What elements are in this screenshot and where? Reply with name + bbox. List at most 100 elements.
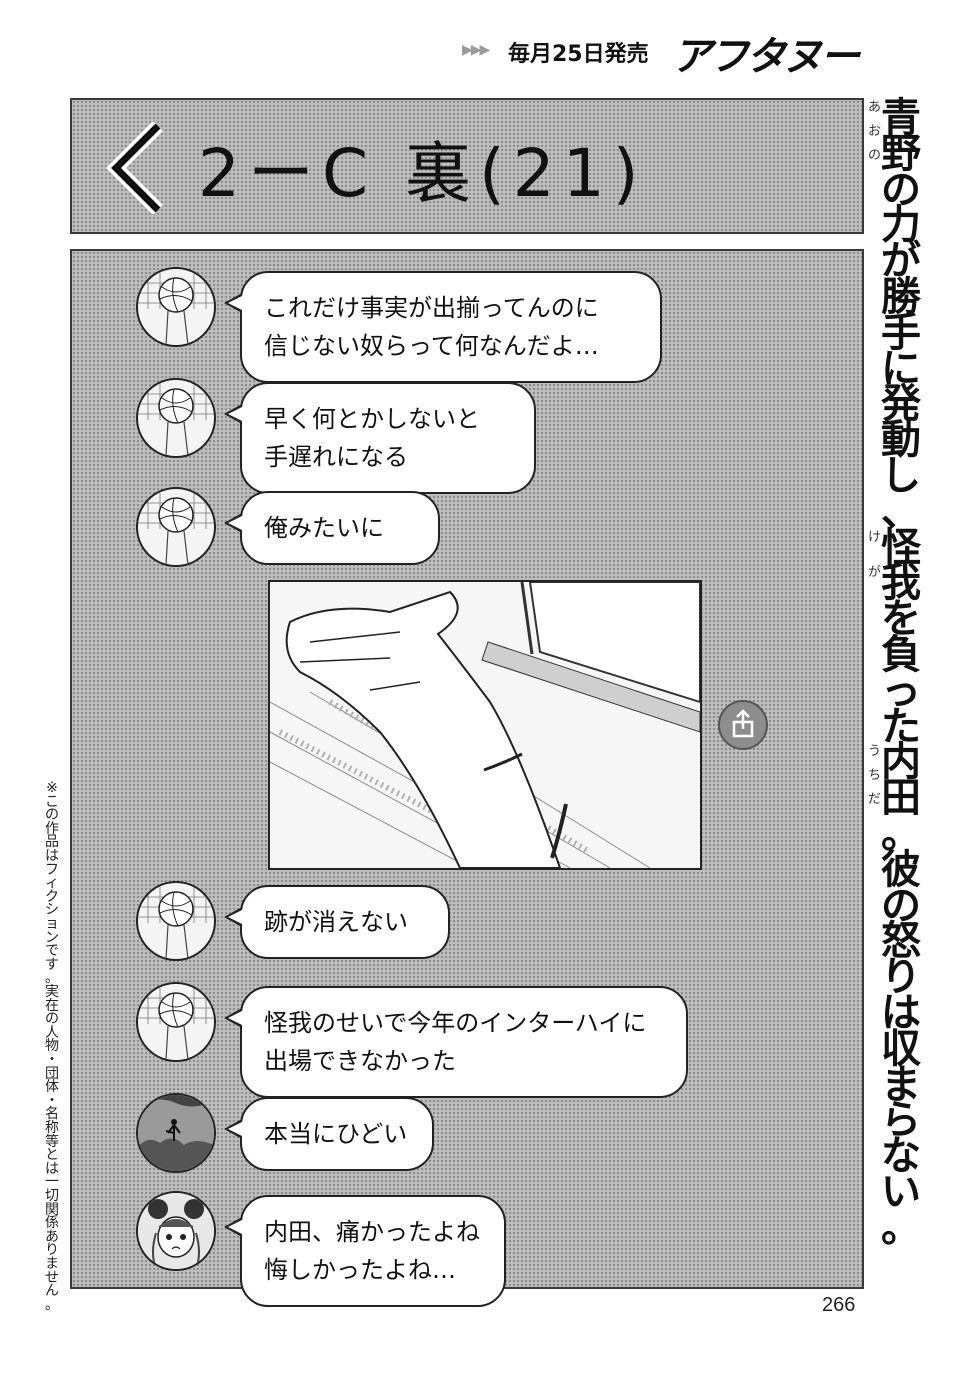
disclaimer-char: 関	[45, 1201, 59, 1218]
disclaimer-char: フ	[45, 861, 59, 878]
ruby-char: け	[868, 529, 882, 545]
girl-avatar[interactable]	[136, 1191, 216, 1271]
disclaimer-char: ・	[45, 1052, 59, 1068]
message-bubble[interactable]: 早く何とかしないと 手遅れになる	[224, 382, 536, 494]
disclaimer-char: 団	[45, 1065, 59, 1082]
narration-char: 動	[881, 416, 921, 464]
disclaimer-char: 品	[45, 834, 59, 851]
disclaimer-char: と	[45, 1147, 59, 1164]
message-bubble[interactable]: 俺みたいに	[224, 491, 440, 565]
narration-char: い	[881, 1168, 921, 1215]
disclaimer-char: ン	[45, 929, 59, 946]
disclaimer-char: 名	[45, 1106, 59, 1123]
narration-char: は	[881, 989, 921, 1036]
message-bubble[interactable]: 内田、痛かったよね 悔しかったよね…	[224, 1195, 506, 1307]
volleyball-avatar[interactable]	[136, 378, 216, 458]
narration-char: に	[881, 344, 921, 392]
chat-room-title: 2ーC 裏(21)	[198, 135, 647, 212]
disclaimer-char: 体	[45, 1079, 59, 1096]
disclaimer-char: ん	[45, 1283, 59, 1300]
narration-char: の	[881, 881, 921, 929]
narration-char: し	[881, 452, 921, 499]
disclaimer-char: の	[45, 1011, 59, 1028]
disclaimer-char: 実	[45, 984, 59, 1000]
disclaimer-char: 等	[45, 1133, 59, 1150]
disclaimer-char: 在	[45, 997, 59, 1014]
landscape-avatar[interactable]	[136, 1093, 216, 1173]
disclaimer-char: は	[45, 848, 59, 864]
narration-char: ら	[881, 1096, 921, 1144]
chat-area[interactable]: これだけ事実が出揃ってんのに 信じない奴らって何なんだよ… 早く何とかしないと …	[70, 249, 864, 1307]
share-icon[interactable]	[718, 700, 768, 750]
narration-char: 我	[881, 559, 921, 607]
ruby-char: う	[868, 744, 882, 760]
disclaimer-char: ま	[45, 1256, 59, 1272]
disclaimer-char: す	[45, 956, 59, 973]
disclaimer-char: 係	[45, 1215, 59, 1232]
narration-char: り	[881, 953, 921, 1001]
message-bubble[interactable]: 跡が消えない	[224, 885, 450, 959]
disclaimer-char: 称	[45, 1120, 59, 1136]
ruby-char: ち	[868, 768, 882, 784]
narration-char: 野	[881, 129, 921, 177]
volleyball-avatar[interactable]	[136, 487, 216, 567]
volleyball-avatar[interactable]	[136, 267, 216, 347]
disclaimer-char: あ	[45, 1228, 59, 1245]
disclaimer-char: 。	[45, 970, 59, 987]
narration-char: 田	[881, 774, 921, 822]
top-banner: ▶▶▶ 毎月25日発売 アフタヌーン	[462, 28, 882, 138]
disclaimer-char: 。	[45, 1296, 59, 1313]
disclaimer-char: ※	[46, 780, 58, 796]
disclaimer-char: は	[45, 1160, 59, 1177]
ruby-char: あ	[868, 100, 882, 115]
narration-char: 力	[881, 201, 921, 249]
narration-char: を	[881, 595, 921, 643]
disclaimer-char: 作	[45, 820, 59, 837]
disclaimer-char: ク	[45, 888, 59, 905]
narration-char: 。	[881, 810, 921, 857]
narration-char: 、	[881, 487, 921, 535]
disclaimer-char: 人	[45, 1024, 59, 1041]
narration-char: 収	[881, 1024, 921, 1072]
chevron-left-icon[interactable]	[106, 121, 166, 218]
disclaimer-char: こ	[45, 793, 59, 810]
photo-attachment[interactable]	[268, 580, 702, 870]
narration-text: 青野の力が勝手に発動し、怪我を負った内田。彼の怒りは収まらない。あおのけがうちだ	[868, 96, 932, 1256]
narration-char: っ	[881, 666, 921, 714]
narration-char: た	[881, 702, 921, 750]
disclaimer-char: シ	[45, 902, 59, 919]
narration-char: 怒	[881, 917, 921, 965]
disclaimer-char: 一	[45, 1174, 59, 1191]
disclaimer-text: ※この作品はフィクションです。実在の人物・団体・名称等とは一切関係ありません。	[40, 780, 64, 1313]
narration-char: 彼	[881, 845, 921, 893]
disclaimer-char: 切	[45, 1188, 59, 1204]
disclaimer-char: ョ	[45, 916, 59, 932]
narration-char: 手	[881, 308, 921, 356]
narration-char: ま	[881, 1060, 921, 1108]
release-text: 毎月25日発売	[508, 42, 649, 67]
disclaimer-char: の	[45, 807, 59, 824]
narration-char: な	[881, 1132, 921, 1180]
ruby-char: が	[868, 565, 882, 581]
narration-char: 負	[881, 631, 921, 678]
message-bubble[interactable]: これだけ事実が出揃ってんのに 信じない奴らって何なんだよ…	[224, 271, 662, 383]
disclaimer-char: ィ	[45, 875, 59, 892]
narration-char: 発	[881, 380, 921, 428]
narration-char: の	[881, 165, 921, 213]
disclaimer-char: せ	[45, 1269, 59, 1286]
narration-char: 怪	[881, 523, 921, 571]
volleyball-avatar[interactable]	[136, 881, 216, 961]
message-bubble[interactable]: 怪我のせいで今年のインターハイに 出場できなかった	[224, 986, 688, 1098]
narration-char: 。	[881, 1203, 921, 1251]
ruby-char: お	[868, 123, 882, 139]
disclaimer-char: ・	[45, 1092, 59, 1109]
chat-header: 2ーC 裏(21)	[70, 98, 864, 234]
message-bubble[interactable]: 本当にひどい	[224, 1097, 434, 1171]
narration-char: 勝	[881, 273, 921, 320]
triple-arrow-icon: ▶▶▶	[462, 42, 490, 58]
narration-char: 内	[881, 738, 921, 786]
narration-char: が	[881, 237, 921, 285]
disclaimer-char: 物	[45, 1038, 59, 1055]
ruby-char: だ	[868, 792, 882, 808]
volleyball-avatar[interactable]	[136, 982, 216, 1062]
